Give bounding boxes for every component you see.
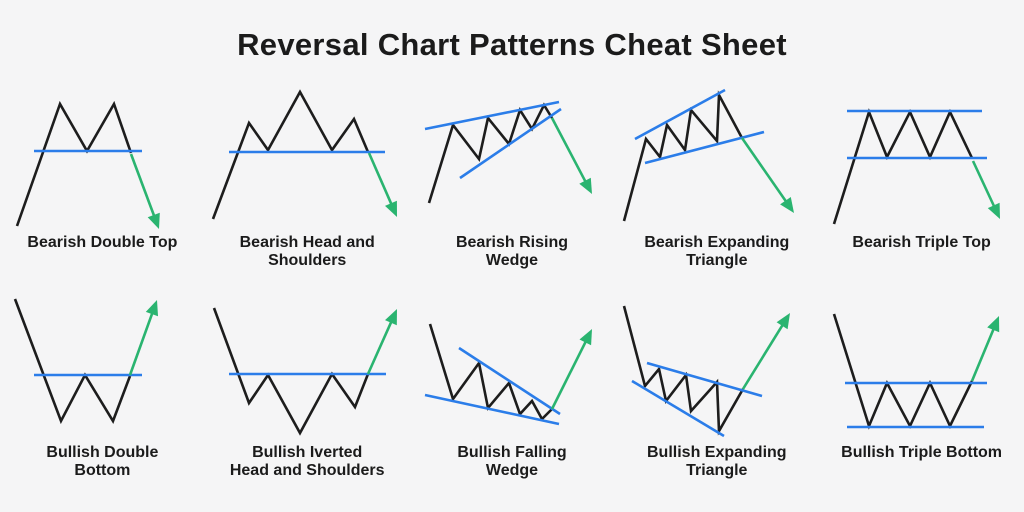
pattern-diagram-bullish-iverted-head-and-shoulders bbox=[212, 307, 398, 436]
pattern-card-bearish-head-and-shoulders: Bearish Head and Shoulders bbox=[205, 81, 410, 271]
price-line bbox=[211, 89, 370, 220]
pattern-label: Bearish Triple Top bbox=[852, 234, 990, 271]
trend-arrow-icon bbox=[550, 117, 592, 194]
pattern-label-line: Wedge bbox=[485, 461, 539, 479]
page-title: Reversal Chart Patterns Cheat Sheet bbox=[237, 27, 787, 62]
trend-arrow-icon bbox=[130, 153, 161, 229]
level-line bbox=[459, 107, 562, 180]
level-line bbox=[644, 130, 765, 165]
pattern-label-line: Triangle bbox=[686, 251, 748, 269]
pattern-card-bearish-double-top: Bearish Double Top bbox=[0, 81, 205, 271]
level-line bbox=[646, 361, 763, 398]
price-line bbox=[212, 307, 370, 436]
pattern-diagram-bearish-triple-top bbox=[832, 108, 1000, 225]
pattern-diagram-bullish-expanding-triangle bbox=[622, 305, 790, 438]
pattern-label-line: Bearish Double Top bbox=[27, 234, 178, 251]
pattern-label-line: Bullish Falling bbox=[457, 444, 567, 461]
level-line bbox=[424, 100, 560, 131]
pattern-diagram-bearish-head-and-shoulders bbox=[211, 89, 398, 220]
pattern-label-line: Wedge bbox=[485, 251, 539, 269]
pattern-label-line: Triangle bbox=[686, 461, 748, 479]
trend-arrow-icon bbox=[970, 316, 999, 382]
pattern-diagram-bullish-triple-bottom bbox=[832, 313, 999, 430]
pattern-label-line: Head and Shoulders bbox=[229, 461, 385, 479]
pattern-card-bearish-triple-top: Bearish Triple Top bbox=[819, 81, 1024, 271]
trend-arrow-icon bbox=[741, 313, 790, 390]
pattern-diagram-bearish-rising-wedge bbox=[424, 100, 592, 204]
trend-arrow-icon bbox=[367, 152, 398, 217]
trend-arrow-icon bbox=[971, 160, 1000, 219]
pattern-label-line: Bearish Expanding bbox=[644, 234, 790, 251]
pattern-label-line: Bullish Expanding bbox=[647, 444, 787, 461]
level-line bbox=[458, 346, 561, 416]
price-line bbox=[622, 90, 743, 222]
trend-arrow-icon bbox=[550, 329, 592, 410]
pattern-label: Bearish Double Top bbox=[27, 234, 177, 271]
trend-arrow-icon bbox=[129, 300, 159, 376]
pattern-label-line: Bearish Triple Top bbox=[852, 234, 991, 251]
pattern-diagram-bearish-double-top bbox=[16, 100, 161, 229]
level-line bbox=[424, 393, 560, 426]
pattern-label-line: Bullish Iverted bbox=[252, 444, 363, 461]
pattern-label: Bearish Head and Shoulders bbox=[205, 234, 410, 271]
pattern-label-line: Bearish Head and Shoulders bbox=[239, 234, 375, 269]
price-line bbox=[832, 313, 973, 430]
price-line bbox=[428, 323, 553, 422]
level-line bbox=[631, 379, 725, 438]
pattern-diagram-bullish-double-bottom bbox=[14, 298, 159, 425]
pattern-label-line: Bearish Rising bbox=[455, 234, 568, 251]
pattern-label-line: Bullish Triple Bottom bbox=[841, 444, 1003, 461]
price-line bbox=[427, 102, 554, 204]
price-line bbox=[16, 100, 133, 227]
trend-arrow-icon bbox=[740, 137, 794, 213]
pattern-diagram-bullish-falling-wedge bbox=[424, 323, 592, 426]
price-line bbox=[832, 108, 973, 225]
pattern-diagram-bearish-expanding-triangle bbox=[622, 88, 794, 222]
pattern-label-line: Bottom bbox=[74, 461, 131, 479]
patterns-grid: Bearish Double Top Bearish Head and Shoul… bbox=[0, 81, 1024, 481]
trend-arrow-icon bbox=[367, 309, 398, 375]
pattern-label-line: Bullish Double bbox=[46, 444, 159, 461]
pattern-card-bullish-triple-bottom: Bullish Triple Bottom bbox=[819, 291, 1024, 481]
price-line bbox=[14, 298, 132, 425]
level-line bbox=[634, 88, 726, 141]
pattern-label: Bullish Triple Bottom bbox=[841, 444, 1002, 481]
